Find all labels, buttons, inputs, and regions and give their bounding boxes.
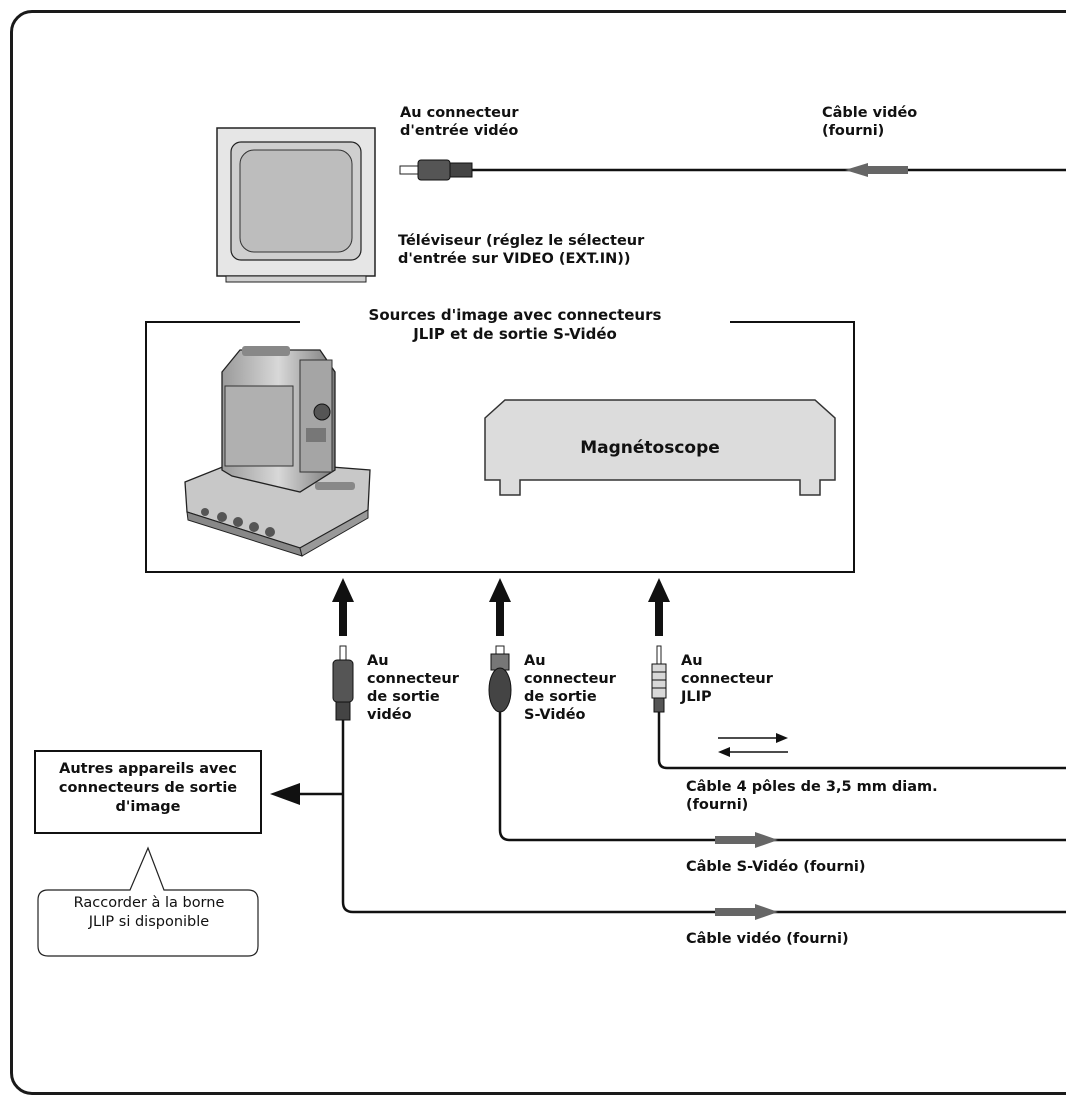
arrow-up-icon: [489, 578, 511, 636]
connection-diagram: [37, 127, 1066, 957]
rca-plug-video-icon: [332, 645, 354, 721]
arrow-right-icon: [715, 904, 778, 920]
tv-icon: [216, 127, 376, 283]
jlip-cable: [657, 712, 1066, 770]
arrow-left-icon: [845, 163, 908, 177]
arrow-up-icon: [648, 578, 670, 636]
vcr-icon: [484, 399, 836, 496]
arrow-left-icon: [270, 783, 300, 805]
rca-plug-tv-icon: [399, 159, 473, 181]
bidirectional-arrows-icon: [718, 733, 788, 757]
svideo-cable-label: Câble S-Vidéo (fourni): [686, 859, 866, 875]
vcr-label: Magnétoscope: [580, 438, 720, 458]
video-cable-top-label: Câble vidéo(fourni): [822, 105, 918, 139]
four-pole-cable-label: Câble 4 pôles de 3,5 mm diam.(fourni): [686, 779, 938, 813]
video-cable-label: Câble vidéo (fourni): [686, 931, 849, 947]
arrow-right-icon: [715, 832, 778, 848]
jlip-plug-icon: [651, 645, 667, 713]
svideo-cable: [498, 712, 1066, 842]
video-cable: [341, 720, 1066, 914]
camcorder-icon: [184, 346, 371, 557]
svideo-plug-icon: [488, 645, 512, 713]
note-bubble: [37, 846, 259, 957]
arrow-up-icon: [332, 578, 354, 636]
